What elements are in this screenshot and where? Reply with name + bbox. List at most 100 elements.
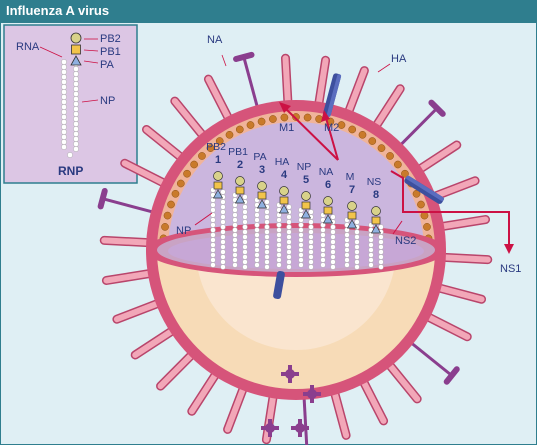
- np-bead: [73, 81, 79, 87]
- m1-protein: [257, 117, 266, 126]
- pb1-icon: [257, 191, 267, 200]
- pb2-icon: [235, 176, 245, 186]
- np-bead: [73, 86, 79, 92]
- ha-spike: [415, 142, 460, 174]
- np-bead: [61, 69, 67, 75]
- m1-protein: [420, 211, 429, 220]
- annotation-arrows: [194, 54, 514, 254]
- m1-protein: [358, 130, 367, 139]
- ha-spike: [344, 67, 368, 117]
- np-bead: [73, 111, 79, 117]
- m2-channels: [273, 73, 445, 300]
- label-ns1: NS1: [500, 263, 521, 275]
- na-spike: [397, 107, 439, 148]
- np-bead: [61, 114, 67, 120]
- label-na: NA: [207, 34, 223, 46]
- rnp-segment-5: NP5: [297, 161, 314, 270]
- pb1-icon: [71, 44, 81, 55]
- np-bead: [61, 94, 67, 100]
- label-np: NP: [176, 225, 191, 237]
- ha-spike: [282, 55, 292, 108]
- pb1-icon: [371, 216, 381, 225]
- na-spike: [302, 395, 309, 445]
- segment-number-label: 8: [373, 189, 379, 201]
- title-bar: Influenza A virus: [0, 0, 537, 22]
- na-head: [443, 366, 460, 385]
- ha-spike: [157, 350, 197, 390]
- np-bead: [73, 116, 79, 122]
- np-bead: [73, 96, 79, 102]
- pb2-icon: [279, 186, 289, 196]
- na-spike: [242, 56, 260, 110]
- rnp-label-pb2: PB2: [100, 33, 121, 45]
- pb2-icon: [257, 181, 267, 191]
- m1-protein: [167, 200, 175, 209]
- ha-spike: [429, 177, 479, 201]
- label-m2: M2: [324, 122, 339, 134]
- segment-number-label: 6: [325, 179, 331, 191]
- label-ns2: NS2: [395, 235, 416, 247]
- pa-icon: [278, 204, 290, 214]
- segment-number-label: 1: [215, 154, 221, 166]
- pb2-icon: [371, 206, 381, 216]
- label-m1: M1: [279, 122, 294, 134]
- ha-spike: [171, 98, 207, 140]
- ha-spike: [113, 299, 163, 323]
- rnp-segment-6: NA6: [319, 166, 336, 270]
- pa-icon: [70, 55, 82, 66]
- pa-icon: [370, 224, 382, 234]
- ha-spike: [331, 387, 350, 439]
- ha-spike: [121, 160, 169, 188]
- pa-icon: [212, 189, 224, 199]
- lower-proteins: [261, 365, 321, 437]
- np-bead: [61, 59, 67, 65]
- m1-protein: [303, 113, 312, 122]
- segment-name-label: NS: [367, 176, 382, 188]
- m1-protein: [394, 160, 402, 169]
- np-bead: [61, 74, 67, 80]
- m1-protein: [161, 223, 169, 231]
- segment-name-label: HA: [275, 156, 290, 168]
- m1-protein: [171, 189, 180, 198]
- rnp-segment-7: M7: [344, 171, 360, 270]
- m1-protein: [269, 115, 277, 123]
- cross-section-interior: [168, 233, 424, 269]
- segment-name-label: M: [346, 171, 355, 183]
- segment-number-label: 2: [237, 159, 243, 171]
- m1-protein: [401, 169, 409, 178]
- m1-protein: [235, 125, 244, 134]
- pb2-icon: [213, 171, 223, 181]
- pa-icon: [346, 219, 358, 229]
- np-bead: [73, 66, 79, 72]
- virion-interior: [168, 122, 424, 250]
- np-bead: [61, 104, 67, 110]
- np-bead: [61, 144, 67, 150]
- pb2-icon: [347, 201, 357, 211]
- m1-protein: [246, 121, 255, 129]
- m1-protein: [215, 137, 224, 145]
- segment-name-label: PA: [253, 151, 266, 163]
- pb2-icon: [323, 196, 333, 206]
- ha-spike: [434, 284, 485, 303]
- ha-spike: [438, 254, 491, 263]
- m1-protein: [377, 144, 386, 152]
- np-bead: [61, 124, 67, 130]
- envelope-spikes: [97, 51, 493, 445]
- rnp-segment-3: PA3: [253, 151, 270, 270]
- np-bead: [61, 109, 67, 115]
- m1-protein: [225, 130, 234, 139]
- pb2-icon: [70, 32, 82, 44]
- segment-name-label: PB1: [228, 146, 248, 158]
- pa-icon: [300, 209, 312, 219]
- m1-protein: [368, 137, 377, 145]
- pb1-icon: [347, 211, 357, 220]
- na-spike: [102, 197, 156, 214]
- pb1-icon: [301, 201, 311, 210]
- np-bead: [61, 129, 67, 135]
- pb1-icon: [279, 196, 289, 205]
- ha-spike: [132, 326, 177, 358]
- pa-icon: [256, 199, 268, 209]
